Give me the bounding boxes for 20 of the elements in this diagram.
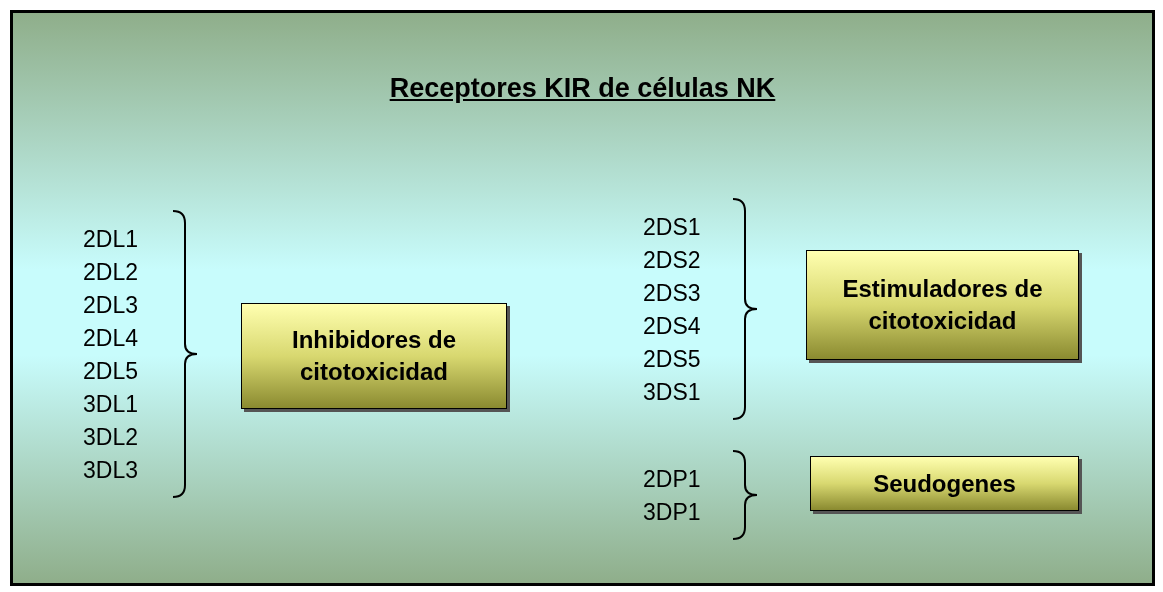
receptor-label: 2DS5	[643, 345, 701, 374]
receptor-label: 2DL5	[83, 357, 138, 386]
category-box: Seudogenes	[810, 456, 1079, 511]
receptor-label: 2DL4	[83, 324, 138, 353]
receptor-label: 2DL2	[83, 258, 138, 287]
diagram-title: Receptores KIR de células NK	[388, 73, 777, 104]
category-box: Inhibidores de citotoxicidad	[241, 303, 507, 409]
receptor-label: 3DP1	[643, 498, 701, 527]
receptor-label: 2DS2	[643, 246, 701, 275]
receptor-label: 2DP1	[643, 465, 701, 494]
category-box: Estimuladores de citotoxicidad	[806, 250, 1079, 360]
receptor-label: 3DS1	[643, 378, 701, 407]
receptor-label: 3DL1	[83, 390, 138, 419]
receptor-label: 3DL2	[83, 423, 138, 452]
receptor-label: 2DL1	[83, 225, 138, 254]
receptor-label: 2DS1	[643, 213, 701, 242]
receptor-label: 3DL3	[83, 456, 138, 485]
receptor-label: 2DS3	[643, 279, 701, 308]
receptor-label: 2DS4	[643, 312, 701, 341]
receptor-label: 2DL3	[83, 291, 138, 320]
